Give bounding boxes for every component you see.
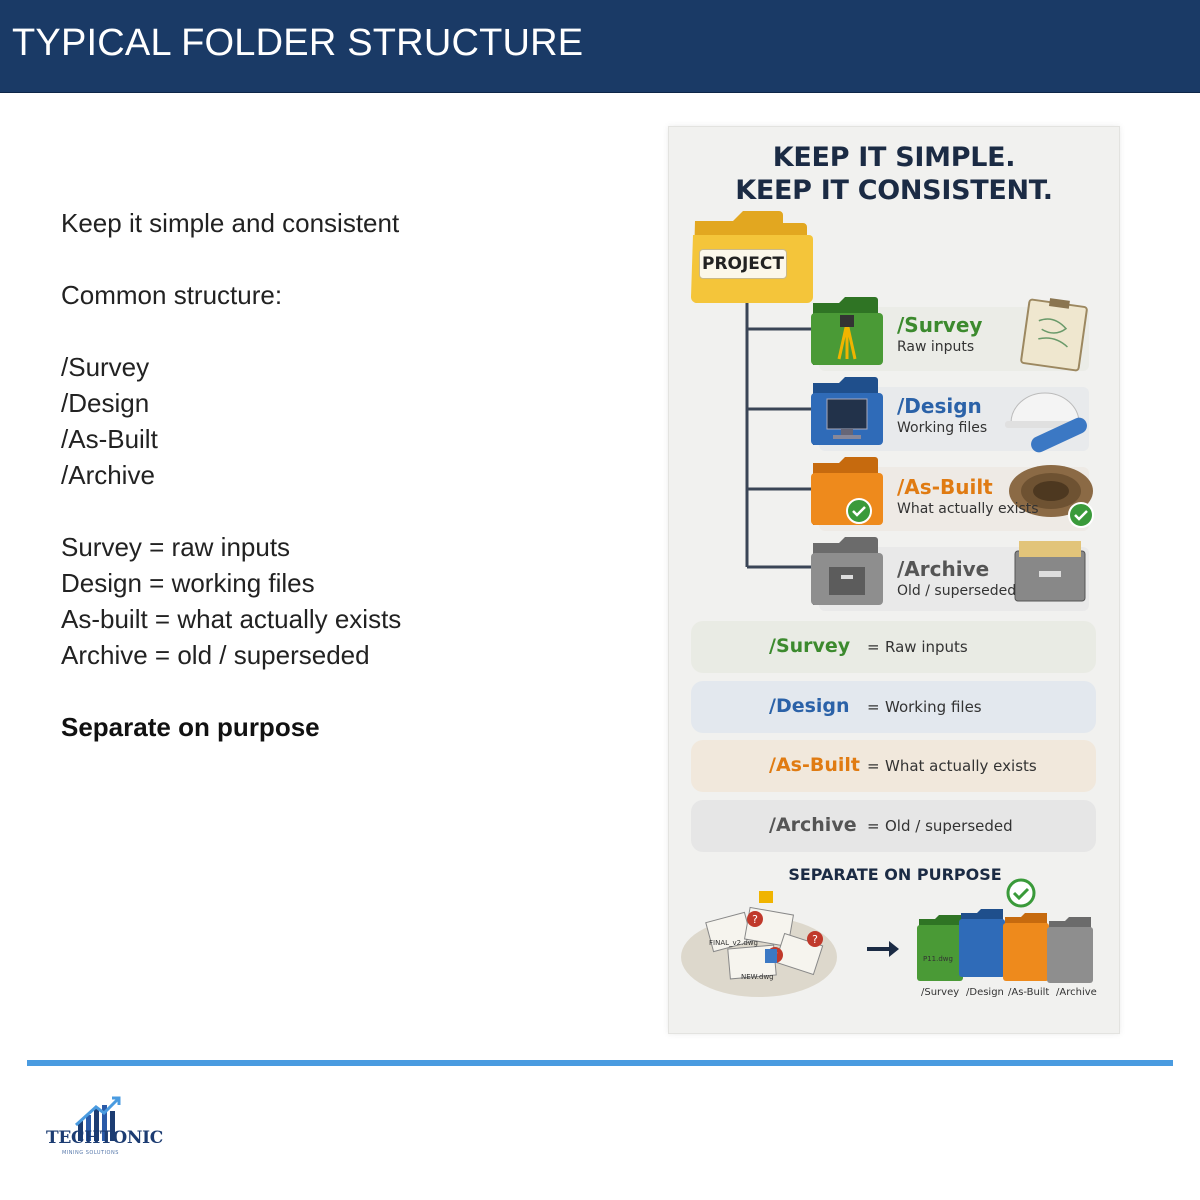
check-circle-icon — [1006, 878, 1036, 908]
infographic-heading-line2: KEEP IT CONSISTENT. — [735, 175, 1053, 206]
archive-folder-icon — [811, 537, 883, 605]
techtonic-logo-icon — [74, 1096, 121, 1141]
folder-archive-text: /Archive — [61, 460, 155, 490]
clipboard-map-icon — [1020, 298, 1088, 372]
definition-survey: Survey = raw inputs — [61, 532, 291, 562]
folder-design-text: /Design — [61, 388, 150, 418]
legend-survey-equals: = — [867, 638, 880, 656]
legend-asbuilt-equals: = — [867, 757, 880, 775]
infographic-heading: KEEP IT SIMPLE. KEEP IT CONSISTENT. — [669, 141, 1119, 207]
design-folder-icon — [811, 377, 883, 445]
tree-survey-desc: Raw inputs — [897, 339, 975, 355]
legend-row-design: /Design = Working files — [691, 681, 1096, 733]
legend-design-equals: = — [867, 698, 880, 716]
legend-archive-name: /Archive — [769, 814, 857, 836]
tree-survey-name: /Survey — [897, 313, 983, 337]
structure-heading: Common structure: — [61, 280, 283, 310]
folder-survey-text: /Survey — [61, 352, 150, 382]
folder-asbuilt-text: /As-Built — [61, 424, 158, 454]
scatter-file-label-1: P11.dwg — [923, 955, 953, 963]
tree-design-name: /Design — [897, 394, 982, 418]
tree-archive-desc: Old / superseded — [897, 583, 1017, 599]
bottom-folder-label-asbuilt: /As-Built — [1008, 987, 1050, 998]
legend-archive-equals: = — [867, 817, 880, 835]
scatter-file-label-2: FINAL_v2.dwg — [709, 939, 758, 947]
svg-text:?: ? — [752, 913, 758, 926]
tree-asbuilt-desc: What actually exists — [897, 501, 1039, 517]
closing-text: Separate on purpose — [61, 712, 320, 742]
tree-connector-lines — [745, 303, 813, 569]
scatter-file-label-3: NEW.dwg — [741, 973, 774, 981]
intro-text: Keep it simple and consistent — [61, 208, 400, 238]
organized-folders-icon — [917, 909, 1093, 983]
tree-asbuilt-name: /As-Built — [897, 475, 993, 499]
logo-tagline: MINING SOLUTIONS — [62, 1150, 119, 1156]
legend-row-survey: /Survey = Raw inputs — [691, 621, 1096, 673]
legend-asbuilt-desc: What actually exists — [885, 757, 1037, 775]
definition-design: Design = working files — [61, 568, 315, 598]
infographic-heading-line1: KEEP IT SIMPLE. — [772, 142, 1016, 173]
title-bar: TYPICAL FOLDER STRUCTURE — [0, 0, 1200, 93]
definition-asbuilt: As-built = what actually exists — [61, 604, 402, 634]
survey-folder-icon — [811, 297, 883, 365]
asbuilt-folder-icon — [811, 457, 883, 525]
file-box-icon — [1014, 541, 1086, 602]
bottom-folder-label-archive: /Archive — [1056, 987, 1097, 998]
logo-wordmark: TECHTONIC — [46, 1128, 163, 1148]
open-pit-mine-icon — [1009, 465, 1094, 528]
legend-survey-name: /Survey — [769, 635, 851, 657]
tree-archive-name: /Archive — [897, 557, 990, 581]
body-text: Keep it simple and consistent Common str… — [61, 205, 601, 745]
legend-design-name: /Design — [769, 695, 850, 717]
definition-archive: Archive = old / superseded — [61, 640, 370, 670]
legend-archive-desc: Old / superseded — [885, 817, 1013, 835]
separate-on-purpose-title: SEPARATE ON PURPOSE — [788, 865, 1002, 884]
bottom-folder-label-design: /Design — [966, 987, 1004, 998]
legend-row-archive: /Archive = Old / superseded — [691, 800, 1096, 852]
legend-row-asbuilt: /As-Built = What actually exists — [691, 740, 1096, 792]
tree-design-desc: Working files — [897, 420, 988, 436]
arrow-right-icon — [867, 941, 899, 957]
hardhat-blueprint-icon — [1005, 392, 1087, 453]
folder-infographic: KEEP IT SIMPLE. KEEP IT CONSISTENT. — [668, 126, 1120, 1034]
slide-title: TYPICAL FOLDER STRUCTURE — [12, 22, 584, 64]
legend-survey-desc: Raw inputs — [885, 638, 968, 656]
project-folder-label: PROJECT — [699, 249, 787, 279]
messy-papers-icon: ? ? ? — [681, 891, 837, 997]
bottom-folder-label-survey: /Survey — [921, 987, 960, 998]
svg-text:?: ? — [812, 933, 818, 946]
footer-divider — [27, 1060, 1173, 1066]
legend-design-desc: Working files — [885, 698, 982, 716]
legend-asbuilt-name: /As-Built — [769, 754, 860, 776]
